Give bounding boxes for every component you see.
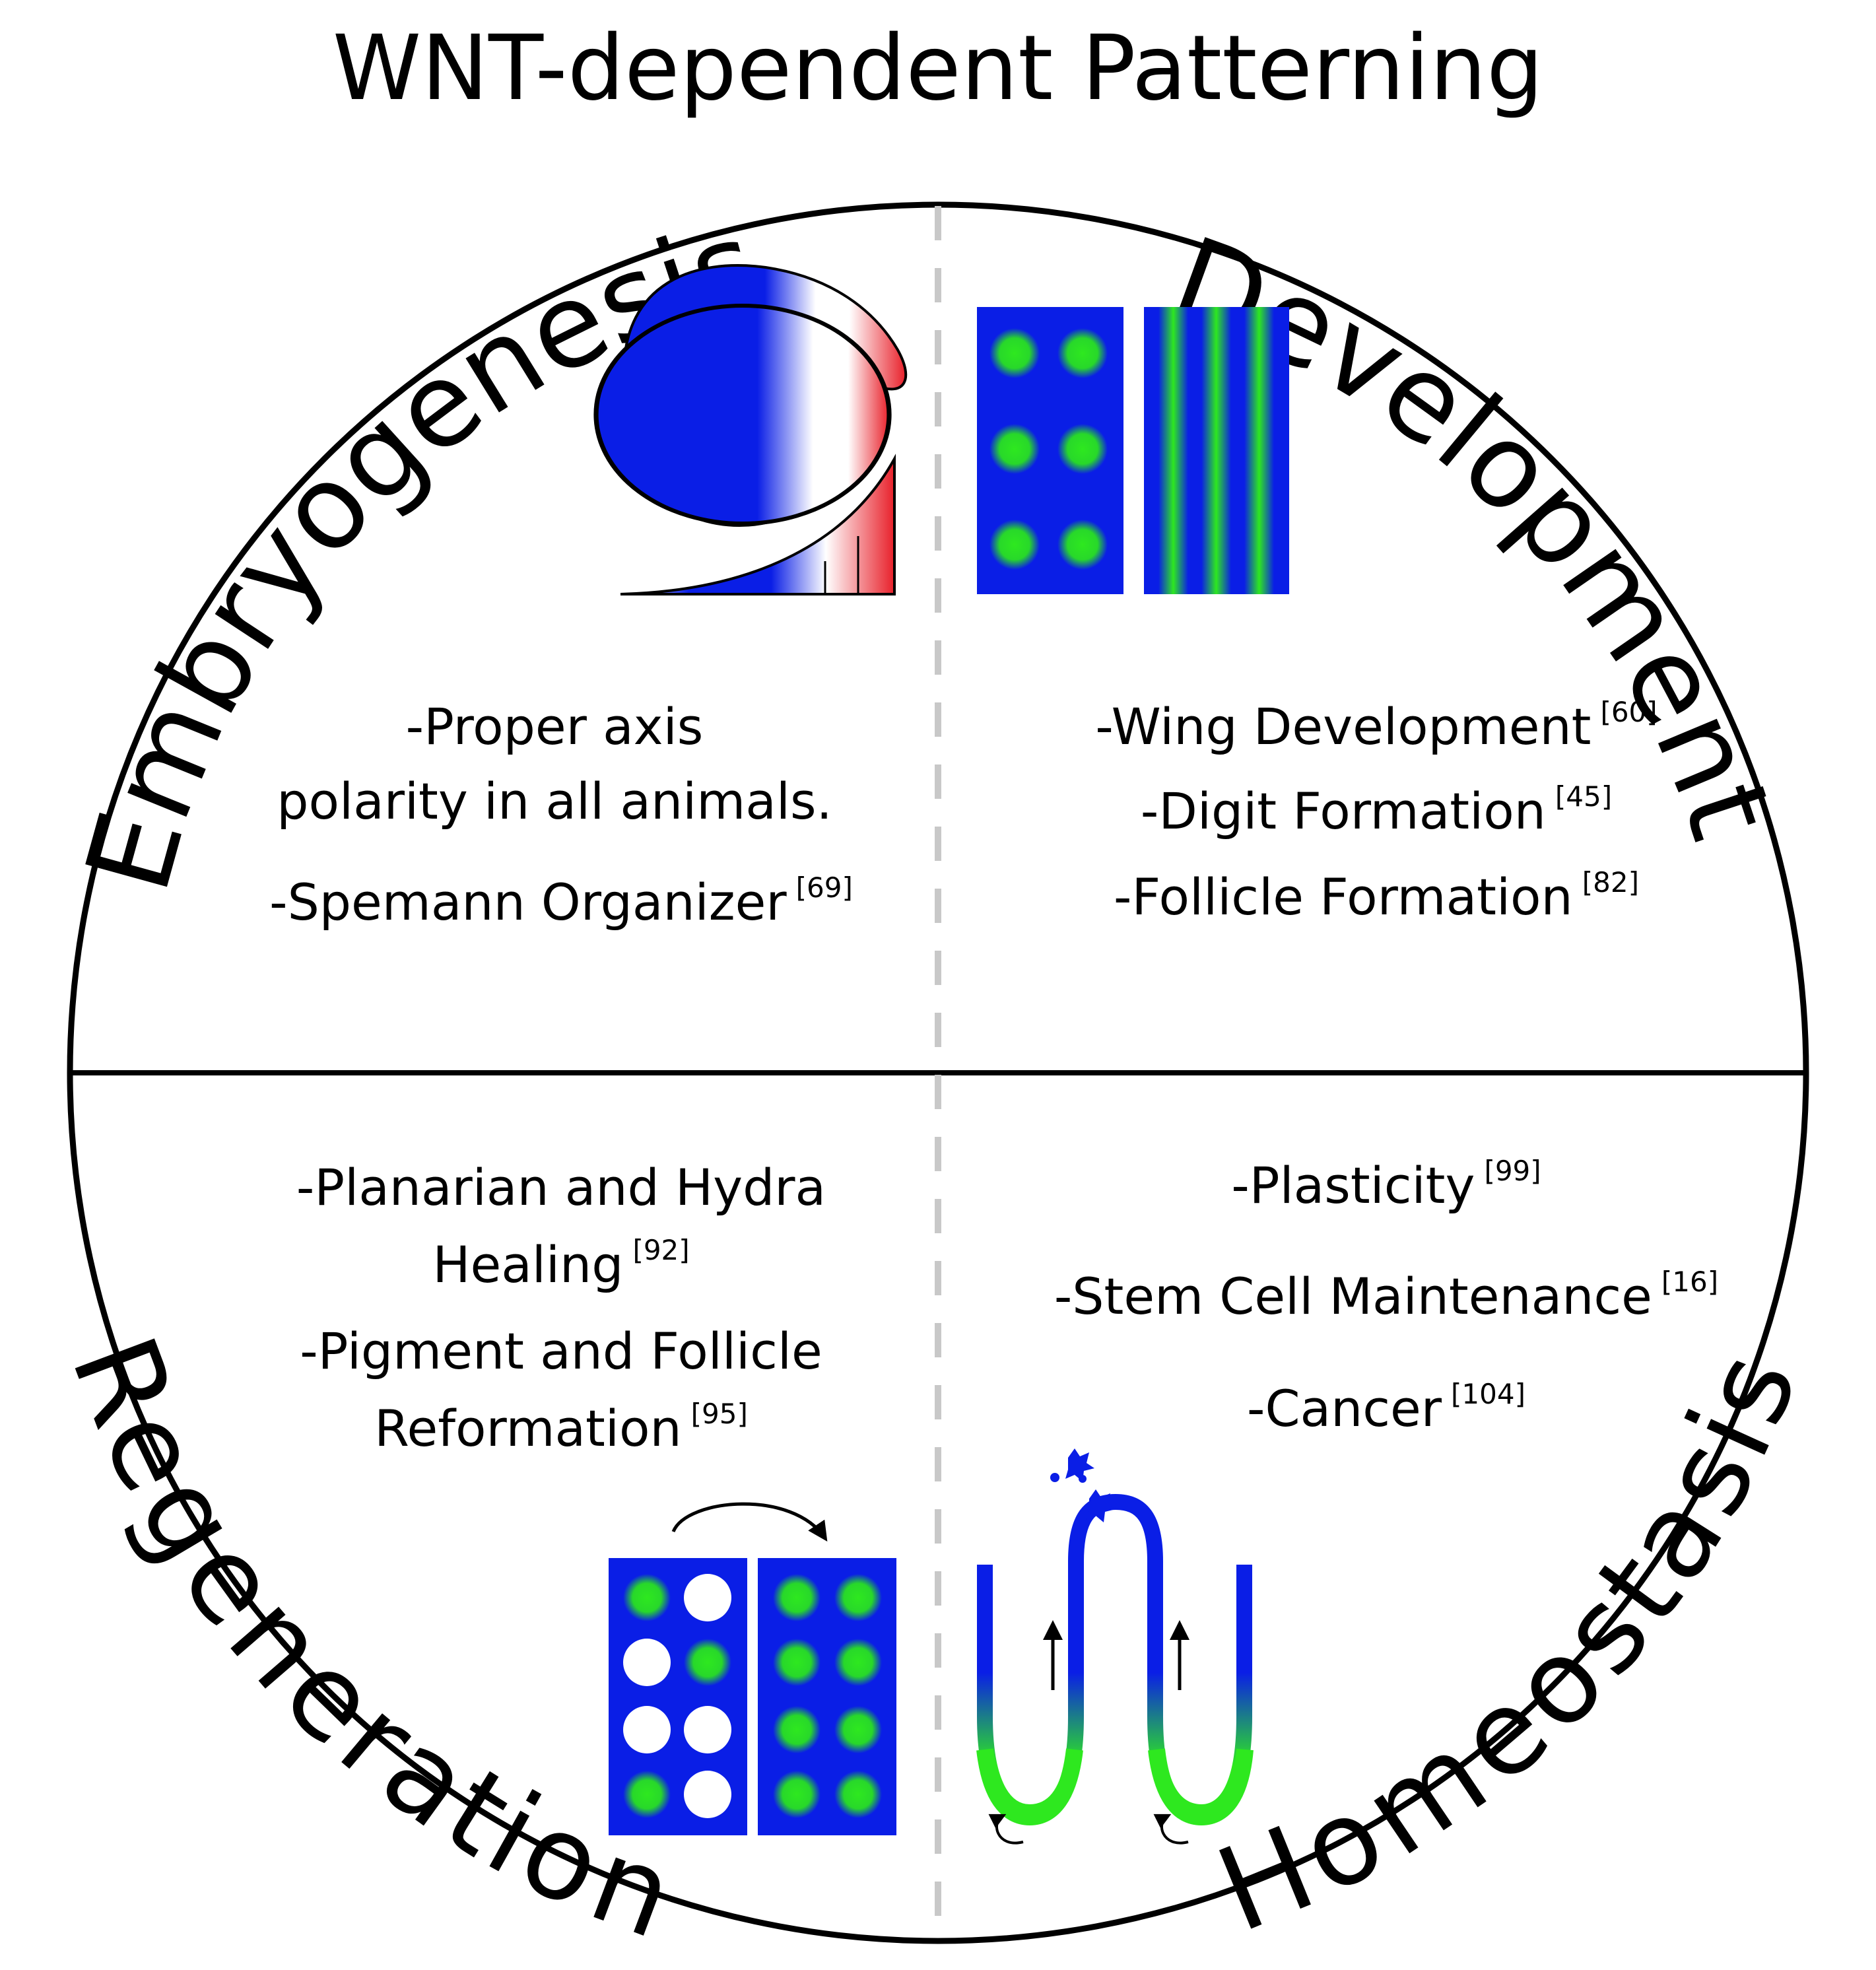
follicle-regeneration-icon — [609, 1502, 896, 1835]
embryogenesis-item-1-line-1: -Proper axis — [406, 697, 704, 756]
development-item-1-text: -Wing Development — [1095, 697, 1591, 756]
development-item-3-text: -Follicle Formation — [1114, 867, 1573, 926]
embryogenesis-item-2-text: -Spemann Organizer — [269, 873, 787, 932]
regeneration-item-1-text: Healing — [432, 1235, 623, 1294]
development-item-3: -Follicle Formation [82] — [1114, 866, 1639, 926]
regeneration-item-1-ref: [92] — [632, 1234, 689, 1266]
development-item-2-ref: [45] — [1555, 780, 1612, 813]
development-item-3-ref: [82] — [1582, 866, 1639, 899]
homeostasis-item-1: -Plasticity [99] — [1231, 1155, 1541, 1215]
homeostasis-item-3-ref: [104] — [1451, 1378, 1525, 1410]
regeneration-item-2-line-1: -Pigment and Follicle — [300, 1322, 822, 1380]
embryogenesis-item-2: -Spemann Organizer [69] — [269, 871, 853, 932]
intestinal-crypt-icon — [976, 1448, 1254, 1845]
homeostasis-item-2: -Stem Cell Maintenance [16] — [1054, 1266, 1718, 1326]
homeostasis-item-1-text: -Plasticity — [1231, 1156, 1475, 1215]
homeostasis-item-2-ref: [16] — [1661, 1266, 1718, 1298]
embryogenesis-item-2-ref: [69] — [796, 871, 853, 904]
embryogenesis-item-1-line-2: polarity in all animals. — [277, 772, 832, 831]
development-item-1: -Wing Development [60] — [1095, 696, 1657, 756]
regeneration-item-2-ref: [95] — [691, 1398, 748, 1430]
development-item-1-ref: [60] — [1600, 696, 1657, 728]
regeneration-item-2-line-2: Reformation [95] — [374, 1398, 748, 1458]
homeostasis-item-1-ref: [99] — [1484, 1155, 1541, 1187]
homeostasis-item-3-text: -Cancer — [1247, 1379, 1442, 1438]
development-item-2-text: -Digit Formation — [1141, 782, 1546, 840]
homeostasis-item-2-text: -Stem Cell Maintenance — [1054, 1267, 1652, 1326]
regeneration-item-2-text: Reformation — [374, 1399, 682, 1458]
homeostasis-item-3: -Cancer [104] — [1247, 1378, 1525, 1438]
dot-and-stripe-pattern-icon — [977, 307, 1289, 594]
regeneration-item-1-line-2: Healing [92] — [432, 1234, 689, 1294]
development-item-2: -Digit Formation [45] — [1141, 780, 1612, 840]
page-title: WNT-dependent Patterning — [333, 17, 1543, 121]
embryo-wnt-gradient-icon — [593, 264, 908, 595]
regeneration-item-1-line-1: -Planarian and Hydra — [296, 1158, 826, 1217]
